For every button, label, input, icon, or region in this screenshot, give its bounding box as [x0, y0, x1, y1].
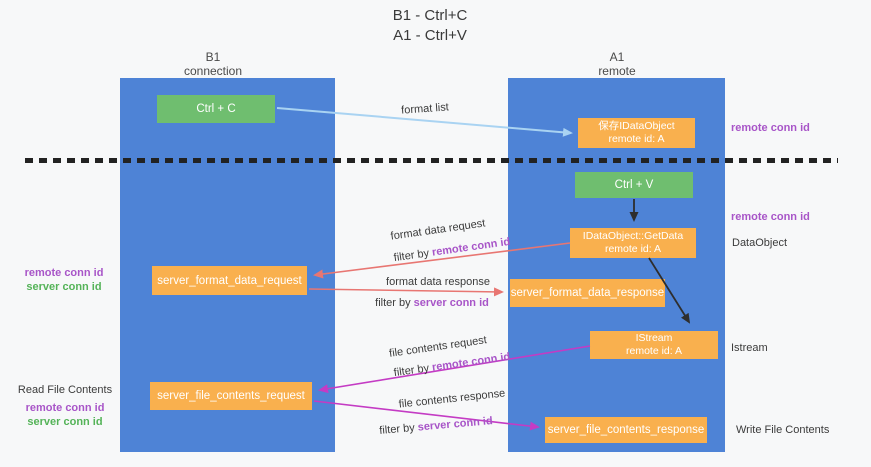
node-save-idataobject-line1: 保存IDataObject	[598, 120, 675, 132]
node-istream-line2: remote id: A	[625, 345, 683, 357]
label-filter-remote-1: filter by remote conn id	[393, 236, 511, 264]
title-line-1: B1 - Ctrl+C	[392, 7, 468, 24]
clipboard-boundary-divider	[25, 158, 838, 163]
label-file-contents-response: file contents response	[398, 387, 506, 411]
node-save-idataobject: 保存IDataObject remote id: A	[578, 118, 695, 148]
left-read-file-contents-label: Read File Contents	[17, 384, 113, 396]
node-istream: IStream remote id: A	[590, 331, 718, 359]
right-istream-label: Istream	[731, 342, 768, 354]
node-ctrl-c: Ctrl + C	[157, 95, 275, 123]
remote-conn-id-text: remote conn id	[431, 235, 511, 259]
label-filter-server-1: filter by server conn id	[375, 297, 489, 309]
left-server-conn-id-1: server conn id	[26, 281, 102, 293]
node-server-format-data-request-label: server_format_data_request	[157, 274, 302, 287]
format-data-response-arrow	[308, 287, 504, 297]
node-server-file-contents-response-label: server_file_contents_response	[547, 424, 705, 436]
remote-conn-id-text: remote conn id	[431, 350, 511, 374]
node-server-file-contents-response: server_file_contents_response	[545, 417, 707, 443]
label-filter-server-2: filter by server conn id	[379, 415, 493, 437]
label-format-data-response: format data response	[386, 276, 490, 288]
right-column-role: remote	[598, 64, 636, 78]
filter-by-text: filter by	[375, 297, 414, 309]
filter-by-text: filter by	[378, 421, 419, 437]
filter-by-text: filter by	[393, 361, 433, 380]
label-format-list: format list	[400, 101, 450, 117]
filter-by-text: filter by	[393, 246, 433, 265]
node-save-idataobject-line2: remote id: A	[608, 133, 665, 145]
title-line-2: A1 - Ctrl+V	[393, 27, 467, 44]
node-ctrl-v-label: Ctrl + V	[614, 179, 654, 191]
node-getdata-line1: IDataObject::GetData	[582, 230, 684, 242]
label-format-data-request: format data request	[389, 217, 487, 243]
right-remote-conn-id-2: remote conn id	[731, 211, 810, 223]
left-column-role: connection	[183, 64, 243, 78]
right-dataobject-label: DataObject	[732, 237, 788, 249]
right-remote-conn-id-1: remote conn id	[731, 122, 810, 134]
left-column-header: B1 connection	[163, 50, 263, 78]
left-server-conn-id-2: server conn id	[27, 416, 103, 428]
right-column-header: A1 remote	[567, 50, 667, 78]
node-ctrl-v: Ctrl + V	[575, 172, 693, 198]
node-ctrl-c-label: Ctrl + C	[196, 103, 236, 115]
node-server-format-data-response-label: server_format_data_response	[510, 287, 665, 299]
server-conn-id-text: server conn id	[413, 297, 489, 309]
node-server-file-contents-request-label: server_file_contents_request	[157, 390, 305, 402]
node-server-format-data-request: server_format_data_request	[152, 266, 307, 295]
node-idataobject-getdata: IDataObject::GetData remote id: A	[570, 228, 696, 258]
diagram-title: B1 - Ctrl+C A1 - Ctrl+V	[320, 6, 540, 46]
node-server-file-contents-request: server_file_contents_request	[150, 382, 312, 410]
server-conn-id-text: server conn id	[417, 415, 494, 434]
left-remote-conn-id-2: remote conn id	[25, 402, 105, 414]
right-column-name: A1	[609, 50, 625, 64]
node-server-format-data-response: server_format_data_response	[510, 279, 665, 307]
node-getdata-line2: remote id: A	[604, 243, 661, 255]
node-istream-line1: IStream	[635, 332, 673, 344]
left-column-name: B1	[205, 50, 221, 64]
left-remote-conn-id-1: remote conn id	[24, 267, 104, 279]
right-write-file-contents-label: Write File Contents	[736, 424, 830, 436]
